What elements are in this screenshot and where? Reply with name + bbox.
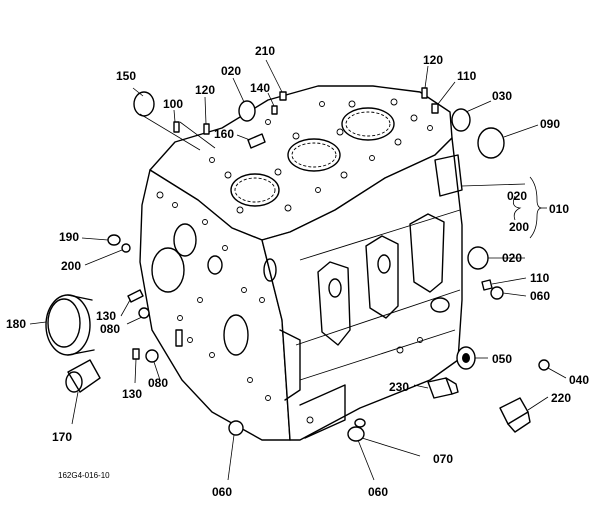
part-130-pin-lower [132, 348, 140, 360]
part-170-cap [65, 359, 101, 393]
crankcase-web-2 [365, 235, 399, 319]
callout-p120b: 120 [423, 53, 443, 67]
callout-p060a: 060 [212, 485, 232, 499]
callout-p120a: 120 [195, 83, 215, 97]
callout-p030: 030 [492, 89, 512, 103]
callout-p020c: 020 [502, 251, 522, 265]
part-050-seal [456, 346, 476, 370]
callout-p020b: 020 [507, 189, 527, 203]
callout-p110a: 110 [457, 69, 477, 83]
callout-p160: 160 [214, 127, 234, 141]
block-front-face [139, 169, 291, 441]
callout-p130b: 130 [122, 387, 142, 401]
callout-p180: 180 [6, 317, 26, 331]
callout-p110b: 110 [530, 271, 550, 285]
part-160-bolt [247, 133, 266, 149]
front-main-bearing-seat [151, 247, 185, 293]
part-020-plug-top [238, 100, 256, 122]
fasteners [107, 87, 550, 442]
callout-p200a: 200 [61, 259, 81, 273]
part-060-plug-bottom-right [354, 418, 366, 428]
front-bore-mid [223, 314, 249, 356]
part-120-pin-right [421, 87, 428, 99]
front-face-holes [156, 191, 271, 401]
part-150-bracket [175, 329, 183, 347]
cylinder-bore-2 [287, 138, 341, 172]
part-200-washer [121, 243, 131, 253]
callout-p060b: 060 [368, 485, 388, 499]
part-120-pin-left [203, 123, 210, 135]
part-140-pin [271, 105, 278, 115]
part-080-dowel-lower [145, 349, 159, 363]
callout-p140: 140 [250, 81, 270, 95]
crankcase-web-1 [317, 261, 351, 346]
cylinder-bore-1 [230, 173, 280, 207]
part-090-cover [477, 127, 505, 159]
callout-p210: 210 [255, 44, 275, 58]
callout-p130a: 130 [96, 309, 116, 323]
callout-p080b: 080 [148, 376, 168, 390]
cylinder-bore-3 [341, 107, 395, 141]
callout-p220: 220 [551, 391, 571, 405]
callout-p070: 070 [433, 452, 453, 466]
part-180-seal-ring [45, 294, 95, 356]
part-060-plug-bottom-left [228, 420, 244, 436]
callout-p060c: 060 [530, 289, 550, 303]
callout-p080a: 080 [100, 322, 120, 336]
deck-holes [209, 98, 433, 214]
part-080-dowel-upper [138, 307, 150, 319]
drawing-code: 162G4-016-10 [58, 471, 110, 480]
callout-p010: 010 [549, 202, 569, 216]
part-110-pin-top [431, 103, 439, 114]
part-060-plug-right [490, 286, 504, 300]
part-150-plug [133, 91, 155, 117]
callout-p100: 100 [163, 97, 183, 111]
callout-p190: 190 [59, 230, 79, 244]
callout-p230: 230 [389, 380, 409, 394]
callout-p050: 050 [492, 352, 512, 366]
crankcase-web-3 [409, 213, 445, 293]
callout-labels: 010 020 020 020 030 040 050 060 060 060 070 080 080 0… [6, 44, 589, 499]
part-070-plug [347, 426, 365, 442]
part-030-plug [451, 108, 471, 132]
callout-p090: 090 [540, 117, 560, 131]
bracket-010 [529, 176, 543, 239]
callout-p040: 040 [569, 373, 589, 387]
block-side-face [261, 137, 463, 441]
callout-p170: 170 [52, 430, 72, 444]
leader-lines [29, 59, 567, 481]
part-040-plug [538, 359, 550, 371]
part-210-plug [279, 91, 287, 101]
part-230-switch [427, 377, 459, 399]
part-190-bolt [107, 234, 121, 246]
part-110-pin-right [481, 279, 493, 291]
part-220-sensor [499, 397, 531, 433]
callout-p200b: 200 [509, 220, 529, 234]
callout-p020a: 020 [221, 64, 241, 78]
front-bore-left [173, 223, 197, 257]
cylinder-block [139, 85, 463, 441]
part-020-plug-right [467, 246, 489, 270]
callout-p150: 150 [116, 69, 136, 83]
part-100-pin [173, 121, 180, 133]
